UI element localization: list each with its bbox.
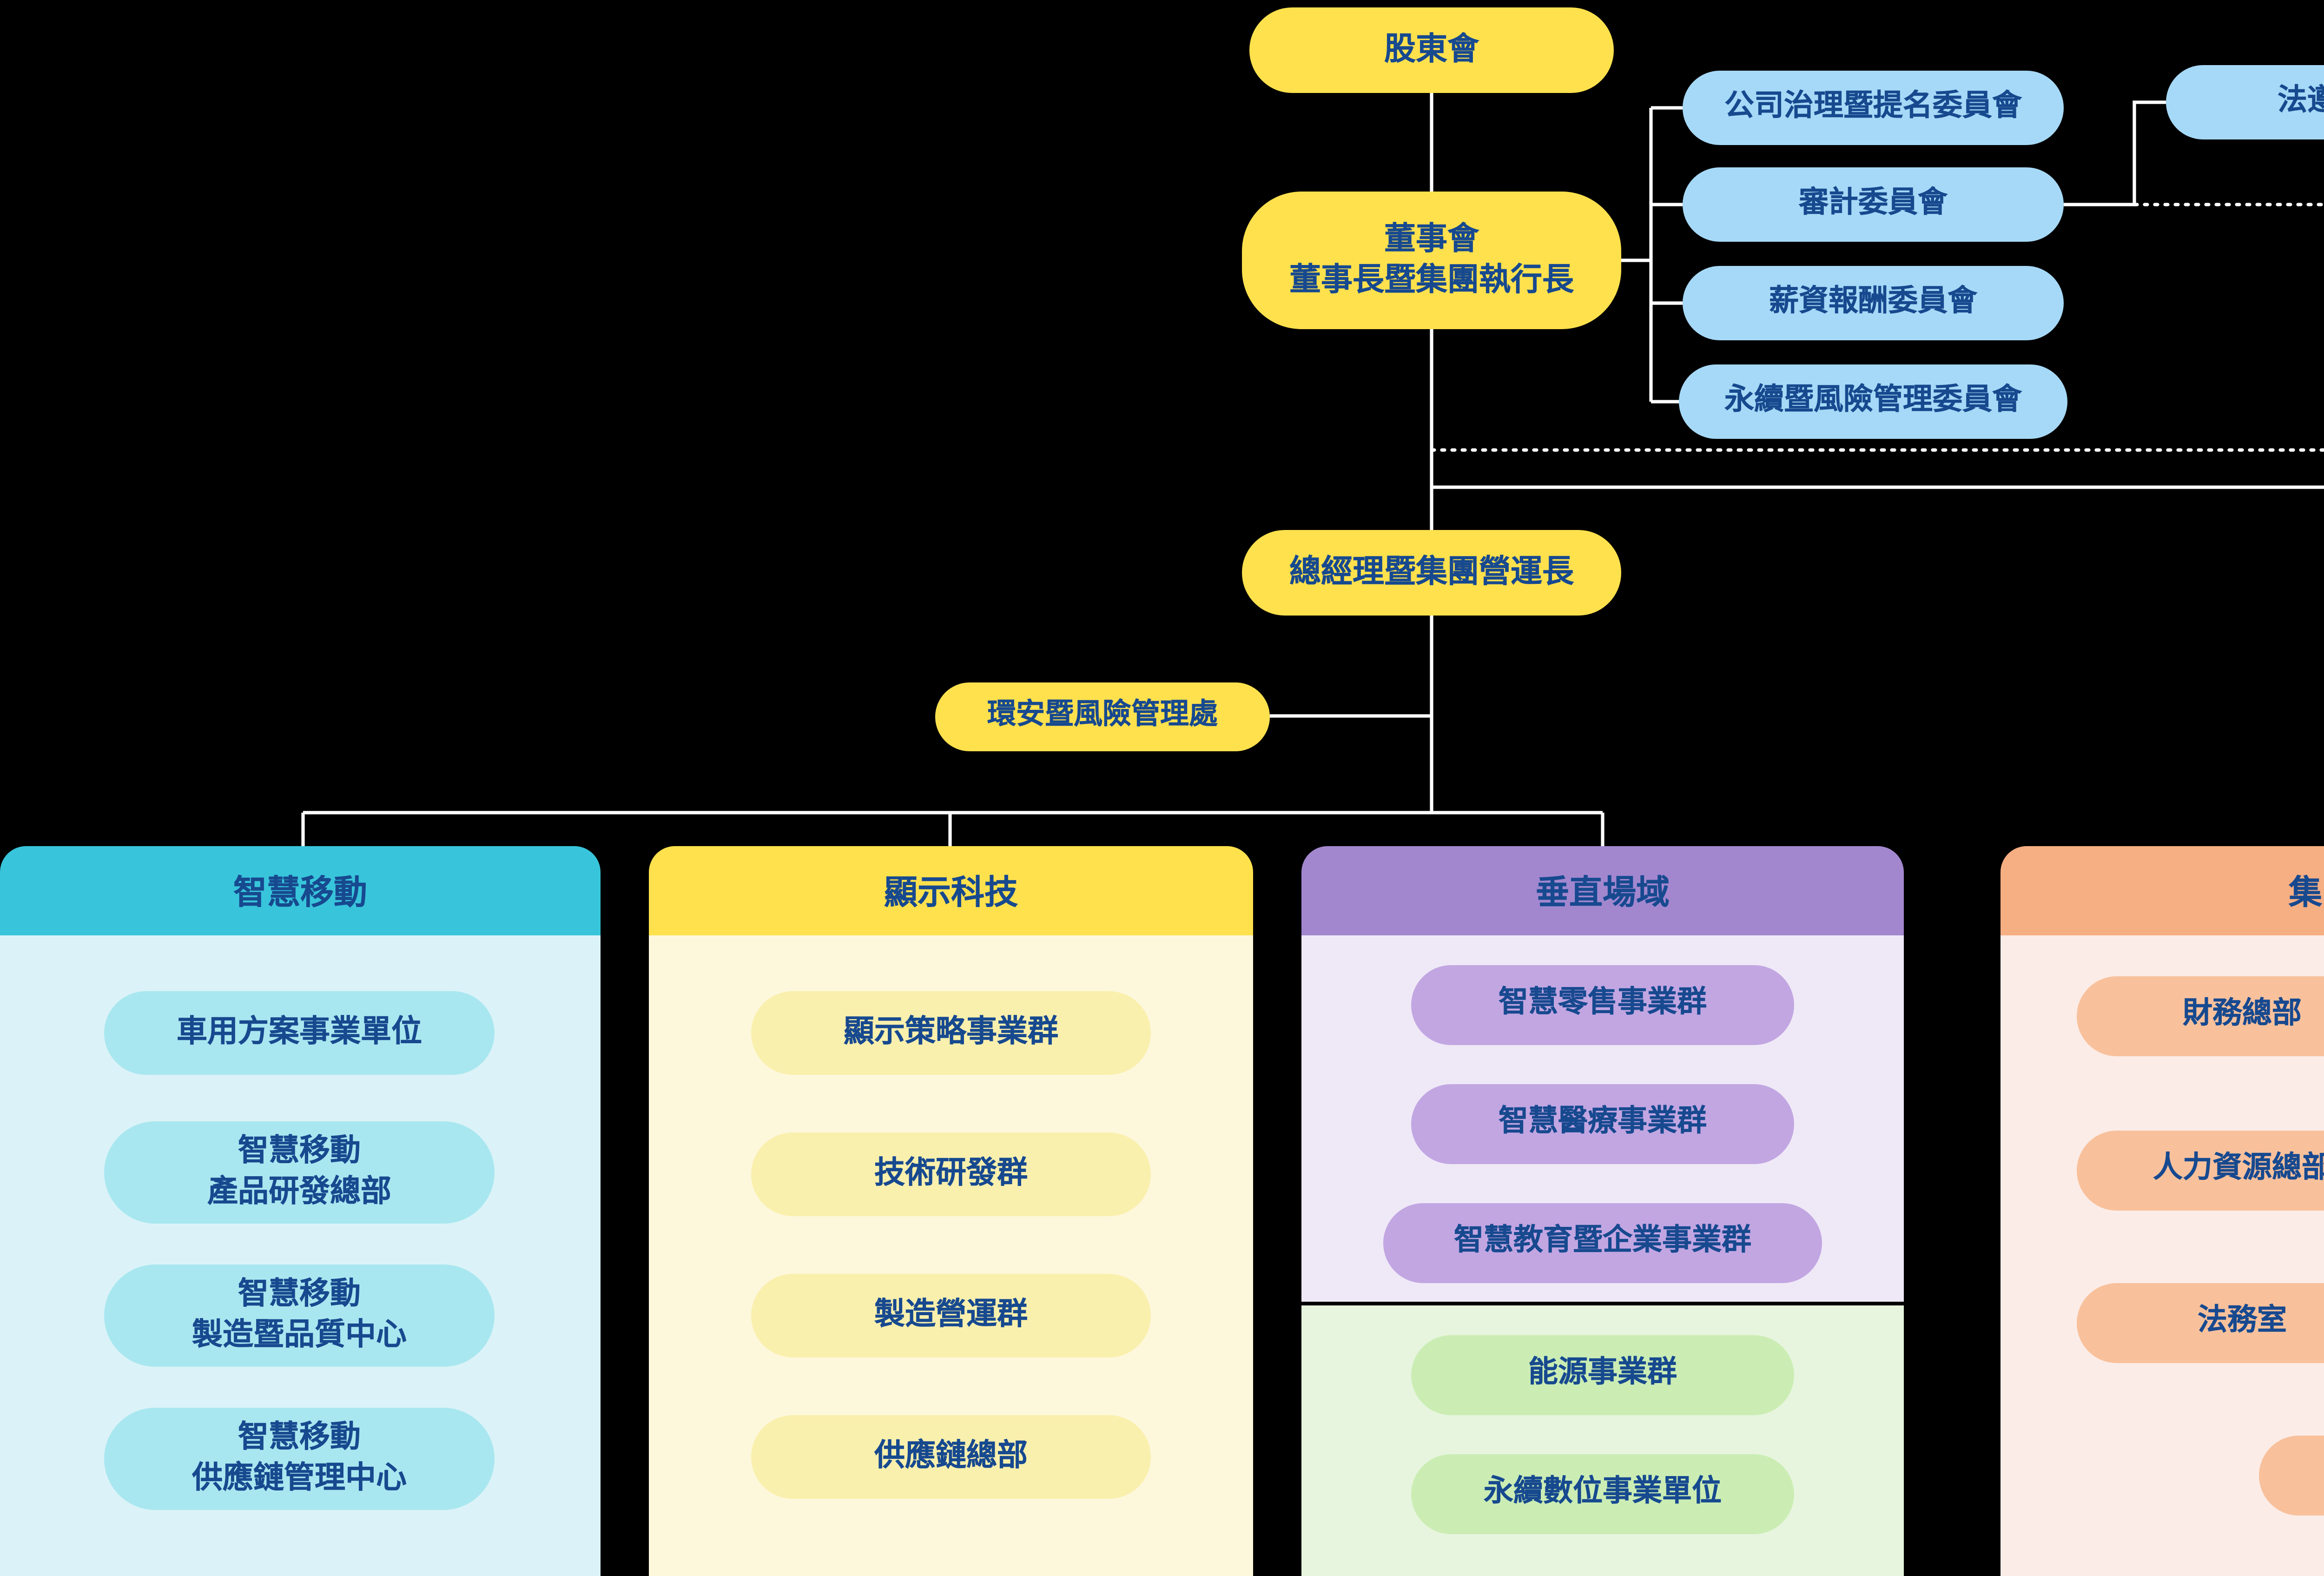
division-column-smart-mobility: 智慧移動 車用方案事業單位 智慧移動 產品研發總部 智慧移動 製造暨品質中心 智… — [0, 846, 601, 1576]
unit-pill: 永續數位事業單位 — [1411, 1454, 1794, 1534]
unit-pill-audit-office: 稽核管理處 — [2259, 1436, 2324, 1516]
unit-pill: 車用方案事業單位 — [104, 991, 495, 1075]
unit-pill: 智慧零售事業群 — [1411, 965, 1794, 1045]
committee-audit: 審計委員會 — [1683, 167, 2064, 242]
board-node: 董事會 董事長暨集團執行長 — [1242, 192, 1621, 329]
unit-pill: 智慧教育暨企業事業群 — [1383, 1203, 1822, 1283]
compliance-advisor-node: 法遵總顧問 — [2166, 65, 2324, 139]
division-column-display-tech: 顯示科技 顯示策略事業群 技術研發群 製造營運群 供應鏈總部 — [649, 846, 1253, 1576]
unit-pill: 顯示策略事業群 — [751, 991, 1151, 1075]
unit-pill: 製造營運群 — [751, 1274, 1151, 1357]
unit-pill: 智慧移動 製造暨品質中心 — [104, 1265, 495, 1367]
unit-pill: 供應鏈總部 — [751, 1415, 1151, 1499]
committee-sustainability-risk: 永續暨風險管理委員會 — [1679, 364, 2067, 439]
unit-pill: 智慧移動 供應鏈管理中心 — [104, 1408, 495, 1510]
committee-governance-nomination: 公司治理暨提名委員會 — [1683, 71, 2064, 145]
committee-compensation: 薪資報酬委員會 — [1683, 266, 2064, 340]
unit-pill: 能源事業群 — [1411, 1335, 1794, 1415]
unit-pill: 人力資源總部 — [2077, 1131, 2324, 1211]
shareholders-node: 股東會 — [1249, 7, 1614, 93]
esh-office-node: 環安暨風險管理處 — [935, 682, 1270, 751]
division-header-smart-mobility: 智慧移動 — [0, 846, 601, 935]
president-node: 總經理暨集團營運長 — [1242, 530, 1621, 616]
division-column-group-support: 集團營運支援單位 財務總部 數位技術發展總部 人力資源總部 永續發展總部 法務室… — [2000, 846, 2324, 1576]
unit-pill: 財務總部 — [2077, 976, 2324, 1056]
unit-pill: 智慧移動 產品研發總部 — [104, 1121, 495, 1224]
division-header-group-support: 集團營運支援單位 — [2000, 846, 2324, 935]
unit-pill: 法務室 — [2077, 1283, 2324, 1363]
division-header-vertical-domains: 垂直場域 — [1301, 846, 1904, 935]
division-column-vertical-domains: 垂直場域 智慧零售事業群 智慧醫療事業群 智慧教育暨企業事業群 能源事業群 永續… — [1301, 846, 1904, 1576]
unit-pill: 技術研發群 — [751, 1132, 1151, 1216]
unit-pill: 智慧醫療事業群 — [1411, 1084, 1794, 1164]
division-header-display-tech: 顯示科技 — [649, 846, 1253, 935]
